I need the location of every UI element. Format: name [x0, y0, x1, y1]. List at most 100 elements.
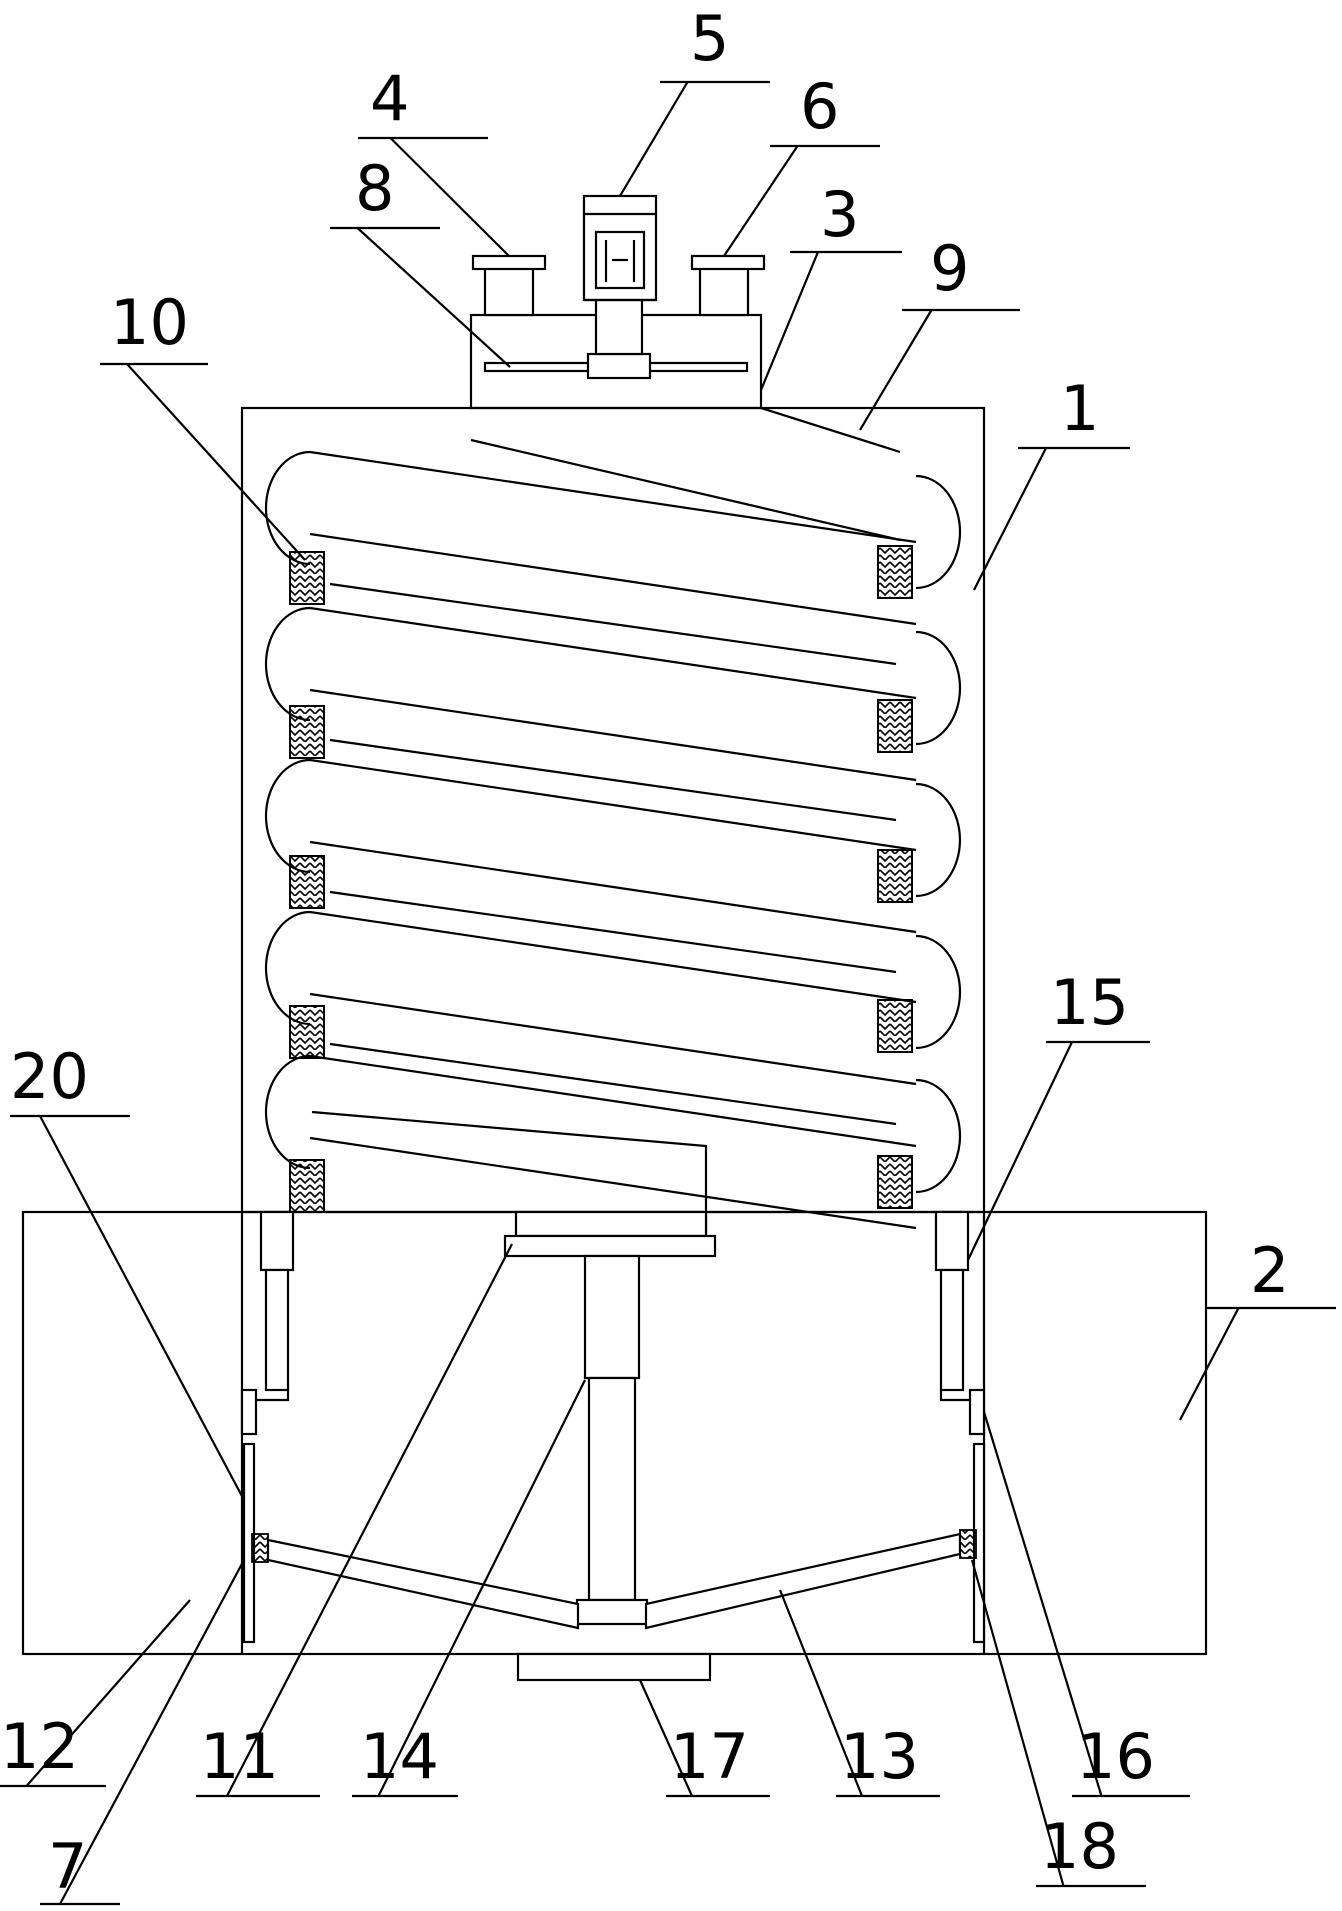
callout-leader-12: [25, 1599, 191, 1787]
callout-label-1: 1: [1060, 372, 1099, 445]
coil-strand-back: [329, 1042, 897, 1126]
callout-label-8: 8: [355, 152, 394, 225]
support-pad-left: [289, 855, 325, 909]
coil-outlet-pipe: [311, 1110, 708, 1236]
callout-leader-4: [389, 137, 510, 257]
callout-leader-9: [859, 309, 933, 431]
coil-strand-bottom: [309, 840, 917, 934]
support-pad-left: [289, 1159, 325, 1213]
cylinder-left-rod: [264, 1268, 290, 1392]
callout-leader-14: [377, 1379, 586, 1797]
inlet-pipe-left-cap: [471, 254, 547, 271]
callout-leader-3: [759, 251, 820, 391]
coil-strand-back: [329, 738, 897, 822]
support-pad-right: [877, 699, 913, 753]
support-pad-right: [877, 999, 913, 1053]
callout-leader-1: [973, 447, 1047, 591]
callout-leader-7: [59, 1559, 245, 1905]
callout-leader-5: [619, 81, 689, 197]
coil-strand-top: [309, 450, 917, 544]
callout-label-11: 11: [200, 1720, 279, 1793]
connector-block-right: [968, 1388, 986, 1436]
cylinder-right-body: [934, 1210, 970, 1272]
column-foot: [575, 1598, 649, 1626]
coil-strand-back: [329, 890, 897, 974]
callout-leader-6: [723, 145, 799, 257]
callout-leader-16: [982, 1411, 1103, 1797]
support-pad-right: [877, 849, 913, 903]
coil-turn-right-end: [915, 630, 962, 746]
callout-leader-20: [39, 1115, 245, 1501]
callout-label-9: 9: [930, 232, 969, 305]
coil-strand-top: [309, 606, 917, 700]
coil-turn-left-end: [264, 450, 311, 566]
coil-supports: [289, 545, 913, 1213]
support-pad-right: [877, 1155, 913, 1209]
callout-label-20: 20: [10, 1040, 89, 1113]
support-pad-left: [289, 1005, 325, 1059]
inlet-pipe-right-cap: [690, 254, 766, 271]
callout-label-18: 18: [1040, 1810, 1119, 1883]
callout-leader-15: [967, 1041, 1073, 1261]
connector-block-left: [240, 1388, 258, 1436]
coil-turn-right-end: [915, 934, 962, 1050]
linkage-arm-left: [266, 1538, 580, 1630]
callout-label-12: 12: [0, 1710, 79, 1783]
coil-strand-top: [309, 758, 917, 852]
support-pad-left: [289, 551, 325, 605]
callout-label-14: 14: [360, 1720, 439, 1793]
callout-label-10: 10: [110, 286, 189, 359]
callout-label-5: 5: [690, 2, 729, 75]
support-pad-left: [289, 705, 325, 759]
motor-window: [594, 230, 646, 290]
callout-label-7: 7: [48, 1830, 87, 1903]
coil-strand-bottom: [309, 688, 917, 782]
support-pad-right: [877, 545, 913, 599]
coil-feed-strand-upper: [760, 406, 901, 454]
callout-leader-8: [356, 227, 511, 368]
coil-turn-left-end: [264, 606, 311, 722]
coil-turn-left-end: [264, 1054, 311, 1170]
coil-strand-bottom: [309, 532, 917, 626]
collector-tray: [503, 1234, 717, 1258]
callout-label-6: 6: [800, 70, 839, 143]
stirring-hub: [586, 352, 652, 380]
coil-strand-top: [309, 910, 917, 1004]
cylinder-left-body: [259, 1210, 295, 1272]
connector-left: [242, 1390, 290, 1402]
callout-leader-17: [638, 1679, 694, 1797]
hinge-right: [959, 1529, 977, 1559]
callout-label-17: 17: [670, 1720, 749, 1793]
callout-label-2: 2: [1250, 1234, 1289, 1307]
callout-label-16: 16: [1076, 1720, 1155, 1793]
coil-turn-right-end: [915, 474, 962, 590]
coil-turn-right-end: [915, 1078, 962, 1194]
cylinder-right-rod: [939, 1268, 965, 1392]
coil-strand-top: [309, 1054, 917, 1148]
callout-leader-2: [1179, 1307, 1240, 1421]
hinge-left: [251, 1533, 269, 1563]
callout-leader-11: [226, 1243, 513, 1797]
telescopic-column-lower: [587, 1376, 637, 1602]
collector-plate: [514, 1210, 708, 1238]
tank-body: [240, 406, 986, 1214]
motor: [582, 194, 658, 302]
callout-label-4: 4: [370, 62, 409, 135]
bottom-bracket: [516, 1652, 712, 1682]
callout-leaders: [0, 80, 1336, 1906]
coil-strand-bottom: [309, 1136, 917, 1230]
coil-turn-right-end: [915, 782, 962, 898]
inlet-pipe-right: [698, 266, 750, 317]
callout-label-3: 3: [820, 178, 859, 251]
coil-strand-bottom: [309, 992, 917, 1086]
callout-label-15: 15: [1050, 966, 1129, 1039]
coil-strand-back: [329, 582, 897, 666]
callout-leader-18: [970, 1559, 1065, 1887]
linkage-arm-right: [644, 1532, 962, 1630]
coil-feed-strand: [470, 438, 901, 542]
telescopic-column-upper: [583, 1254, 641, 1380]
callout-label-13: 13: [840, 1720, 919, 1793]
